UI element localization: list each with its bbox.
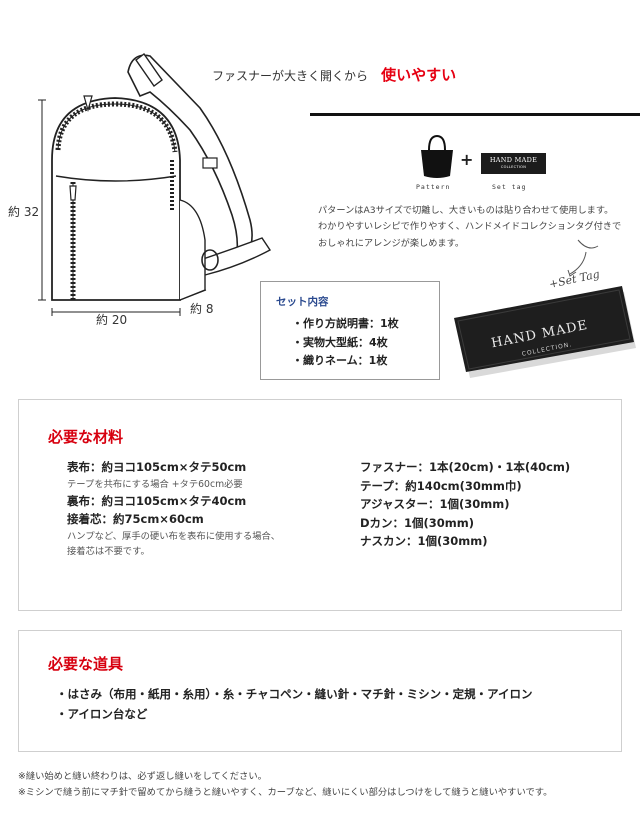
material-item: 裏布：約ヨコ105cm×タテ40cm <box>67 493 247 508</box>
pattern-caption: Pattern <box>416 183 451 191</box>
plus-sign: + <box>460 150 474 169</box>
headline-subtitle: ファスナーが大きく開くから <box>212 69 369 83</box>
materials-title: 必要な材料 <box>48 428 124 446</box>
material-item: ナスカン：1個(30mm) <box>360 534 488 548</box>
material-item: 接着芯：約75cm×60cm <box>67 512 204 526</box>
headline-divider <box>310 113 640 116</box>
tools-list-line: ・はさみ（布用・紙用・糸用）・糸・チャコペン・縫い針・マチ針・ミシン・定規・アイ… <box>56 687 533 701</box>
description-line: おしゃれにアレンジが楽しめます。 <box>318 237 465 249</box>
tools-list-line: ・アイロン台など <box>56 707 148 721</box>
dimension-height: 約 32 <box>8 205 40 219</box>
set-tag-line1: HAND MADE <box>489 156 538 164</box>
hand-made-tag-photo: +Set Tag HAND MADE COLLECTION. <box>454 239 636 378</box>
description-line: パターンはA3サイズで切離し、大きいものは貼り合わせて使用します。 <box>318 205 614 216</box>
footer-note: ※縫い始めと縫い終わりは、必ず返し縫いをしてください。 <box>18 771 267 782</box>
list-item: ・実物大型紙：4枚 <box>292 335 388 349</box>
material-item: Dカン：1個(30mm) <box>360 515 475 530</box>
pattern-bag-icon <box>421 134 453 178</box>
description-line: わかりやすいレシピで作りやすく、ハンドメイドコレクションタグ付きで <box>318 221 622 233</box>
material-item: 表布：約ヨコ105cm×タテ50cm <box>67 460 247 474</box>
set-contents-box: セット内容 ・作り方説明書：1枚 ・実物大型紙：4枚 ・織りネーム：1枚 <box>260 281 440 380</box>
settag-caption: Set tag <box>492 183 527 191</box>
description: パターンはA3サイズで切離し、大きいものは貼り合わせて使用します。 わかりやすい… <box>318 203 640 252</box>
material-item: テープ：約140cm(30mm巾) <box>360 478 522 493</box>
set-contents-title: セット内容 <box>276 296 329 308</box>
headline: ファスナーが大きく開くから 使いやすい <box>212 64 456 85</box>
dimension-depth: 約 8 <box>190 302 214 316</box>
materials-left-column: 表布：約ヨコ105cm×タテ50cm テープを共布にする場合 +タテ60cm必要… <box>67 458 367 559</box>
materials-section: 必要な材料 表布：約ヨコ105cm×タテ50cm テープを共布にする場合 +タテ… <box>18 399 622 611</box>
material-item: ファスナー：1本(20cm)・1本(40cm) <box>360 460 571 474</box>
material-note: 接着芯は不要です。 <box>67 545 150 557</box>
tools-section: 必要な道具 ・はさみ（布用・紙用・糸用）・糸・チャコペン・縫い針・マチ針・ミシン… <box>18 630 622 752</box>
footer-note: ※ミシンで縫う前にマチ針で留めてから縫うと縫いやすく、カーブなど、縫いにくい部分… <box>18 787 553 798</box>
set-contents-list: ・作り方説明書：1枚 ・実物大型紙：4枚 ・織りネーム：1枚 <box>292 315 399 371</box>
dimension-width: 約 20 <box>96 313 128 327</box>
material-item: アジャスター：1個(30mm) <box>360 497 510 511</box>
material-note: ハンプなど、厚手の硬い布を表布に使用する場合、 <box>67 530 281 542</box>
set-tag-icon: HAND MADE COLLECTION <box>481 153 546 174</box>
list-item: ・作り方説明書：1枚 <box>292 317 399 330</box>
backpack-illustration <box>38 53 272 316</box>
set-tag-line2: COLLECTION <box>500 165 527 169</box>
tools-title: 必要な道具 <box>48 655 124 673</box>
list-item: ・織りネーム：1枚 <box>292 354 388 367</box>
headline-accent: 使いやすい <box>381 66 457 84</box>
material-note: テープを共布にする場合 +タテ60cm必要 <box>67 478 243 490</box>
materials-right-column: ファスナー：1本(20cm)・1本(40cm) テープ：約140cm(30mm巾… <box>360 458 620 551</box>
